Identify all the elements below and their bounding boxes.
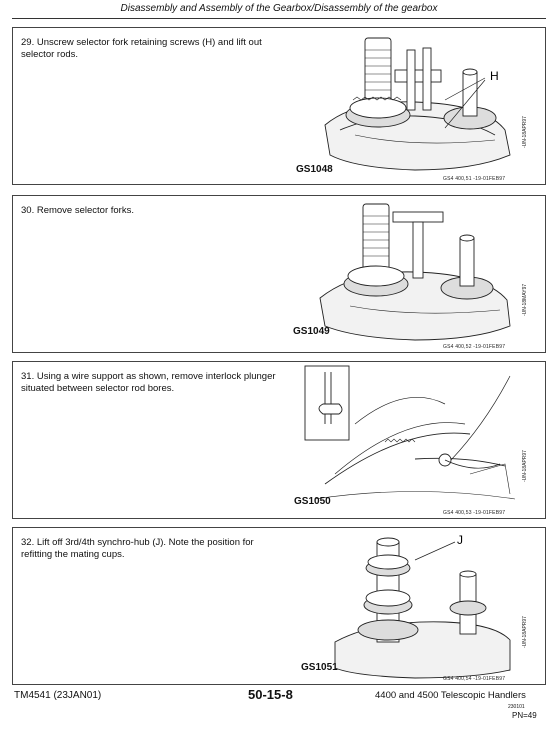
callout-j: J — [457, 533, 463, 547]
step-panel-31: 31. Using a wire support as shown, remov… — [12, 361, 546, 519]
figure-reference: GS4 400,54 -19-01FEB97 — [443, 676, 506, 682]
callout-h: H — [490, 69, 499, 83]
page-number: 50-15-8 — [248, 687, 293, 702]
header-divider — [12, 18, 546, 19]
synchro-hub-illustration: J — [334, 533, 511, 679]
figure-label: GS1049 — [293, 326, 330, 337]
step-text: 32. Lift off 3rd/4th synchro-hub (J). No… — [21, 537, 254, 560]
step-panel-32: 32. Lift off 3rd/4th synchro-hub (J). No… — [12, 527, 546, 685]
step-text: 31. Using a wire support as shown, remov… — [21, 371, 276, 394]
footer-date: 230101 — [508, 704, 525, 710]
figure-reference: GS4 400,53 -19-01FEB97 — [443, 510, 506, 516]
figure-reference: GS4 400,51 -19-01FEB97 — [443, 176, 506, 182]
side-code: -UN-18APR97 — [522, 116, 528, 148]
page-header: Disassembly and Assembly of the Gearbox/… — [0, 0, 558, 20]
figure-label: GS1051 — [301, 662, 338, 673]
figure-reference: GS4 400,52 -19-01FEB97 — [443, 344, 506, 350]
step-text: 30. Remove selector forks. — [21, 205, 134, 216]
interlock-illustration — [304, 365, 516, 500]
figure-label: GS1050 — [294, 496, 331, 507]
side-code: -UN-18APR97 — [522, 450, 528, 482]
manual-code: TM4541 (23JAN01) — [14, 690, 102, 701]
step-panel-29: 29. Unscrew selector fork retaining scre… — [12, 27, 546, 185]
figure-label: GS1048 — [296, 164, 333, 175]
product-name: 4400 and 4500 Telescopic Handlers — [375, 690, 526, 701]
side-code: -UN-18MAY97 — [522, 283, 528, 316]
side-code: -UN-18APR97 — [522, 616, 528, 648]
header-title: Disassembly and Assembly of the Gearbox/… — [120, 3, 438, 14]
page-pn: PN=49 — [512, 711, 537, 720]
step-text: 29. Unscrew selector fork retaining scre… — [21, 37, 262, 60]
step-panel-30: 30. Remove selector forks. GS1049 GS4 40… — [12, 195, 546, 353]
gearbox-illustration: H — [324, 37, 511, 171]
gearbox-illustration — [319, 203, 511, 341]
